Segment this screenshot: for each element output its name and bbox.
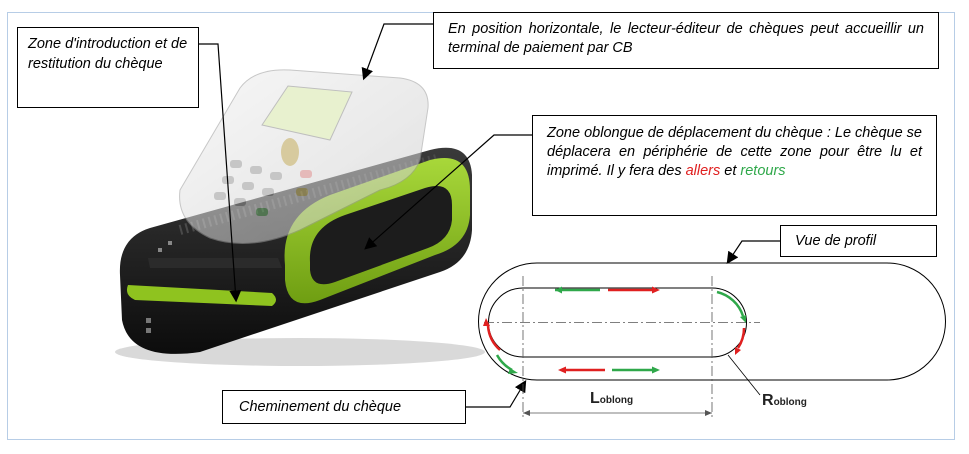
arrow-top-red-head <box>652 286 660 294</box>
radius-leader <box>727 354 761 396</box>
arrow-bottom-green-head <box>652 366 660 374</box>
callout-vue-de-profil-text: Vue de profil <box>795 233 877 249</box>
callout-cheminement: Cheminement du chèque <box>222 390 466 424</box>
dimension-R-subscript: oblong <box>773 397 807 408</box>
callout-zone-introduction-text: Zone d'introduction et de restitution du… <box>28 36 188 72</box>
callout-retours: retours <box>740 163 786 179</box>
arrow-right-green-head <box>740 315 746 323</box>
callout-vue-de-profil: Vue de profil <box>780 225 937 257</box>
terminal-nav-key <box>281 138 299 166</box>
leader-profil <box>726 240 780 264</box>
dimension-label-L: Loblong <box>590 390 633 408</box>
callout-et: et <box>720 163 741 179</box>
arrow-left-green-head <box>508 368 518 374</box>
arrow-right-red <box>736 327 746 349</box>
arrow-bottom-red-head <box>558 366 566 374</box>
dimension-L-subscript: oblong <box>599 395 634 406</box>
device-mark-2 <box>146 328 151 333</box>
leader-horizontal <box>361 23 434 81</box>
callout-zone-oblongue: Zone oblongue de déplacement du chèque :… <box>532 115 937 216</box>
device-slot <box>148 258 282 268</box>
device-mark-1 <box>146 318 151 323</box>
outer-oblong <box>478 262 946 381</box>
travel-arrows <box>483 286 746 374</box>
dimension-label-R: Roblong <box>762 392 807 410</box>
device-mark-4 <box>168 241 172 245</box>
leader-oblong <box>364 134 532 250</box>
callout-position-horizontale-text: En position horizontale, le lecteur-édit… <box>448 21 924 56</box>
arrow-left-red <box>486 325 501 351</box>
leader-cheminement <box>466 379 527 408</box>
profile-diagram <box>478 262 946 418</box>
leader-lines <box>198 23 780 408</box>
terminal-screen <box>261 85 353 141</box>
arrow-left-red-head <box>483 318 490 326</box>
callout-position-horizontale: En position horizontale, le lecteur-édit… <box>433 12 939 69</box>
device-mark-3 <box>158 248 162 252</box>
callout-cheminement-text: Cheminement du chèque <box>239 399 402 415</box>
callout-allers: allers <box>685 163 721 179</box>
arrow-right-red-head <box>735 347 741 355</box>
leader-intro <box>198 43 242 303</box>
arrow-top-green-head <box>555 286 562 294</box>
arrow-right-green <box>716 290 745 317</box>
dimension-L-symbol: L <box>590 390 600 407</box>
callout-zone-introduction: Zone d'introduction et de restitution du… <box>17 27 199 108</box>
callout-zone-oblongue-text: Zone oblongue de déplacement du chèque :… <box>547 125 922 179</box>
dimension-R-symbol: R <box>762 392 774 409</box>
arrow-left-green <box>495 354 513 372</box>
